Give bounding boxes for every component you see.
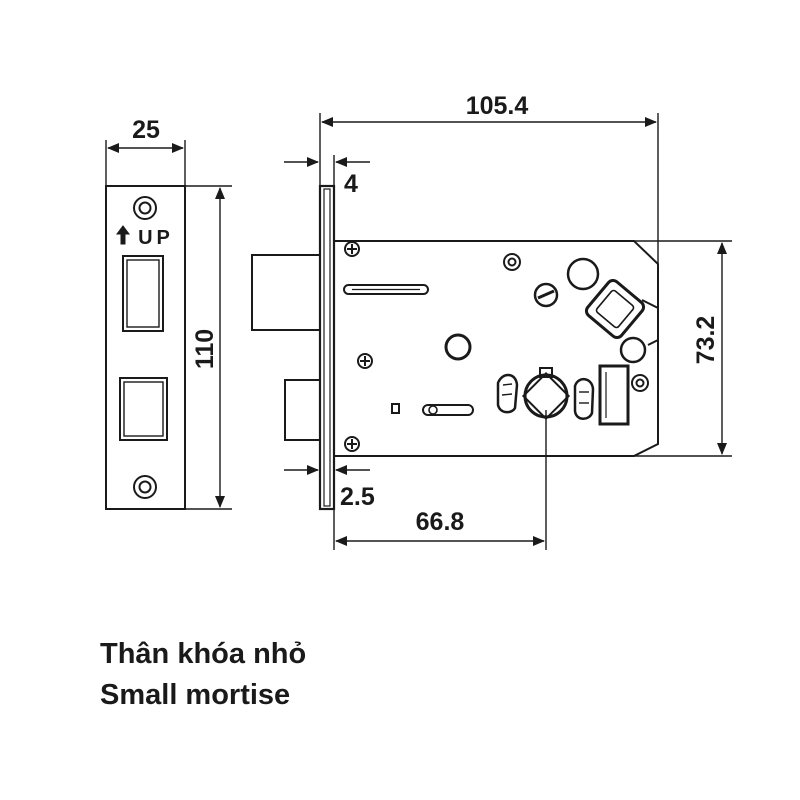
bolt-block <box>598 364 630 426</box>
latch-bolt <box>251 254 321 331</box>
deadbolt-opening-inner <box>123 381 164 437</box>
dim-label-plate-offset: 2.5 <box>340 483 375 511</box>
hub-spring-lever <box>641 299 659 346</box>
dimension-body-height <box>634 240 732 457</box>
dim-label-overall-depth: 105.4 <box>466 92 529 120</box>
faceplate-top-screw-icon <box>133 196 157 220</box>
case-screw-icon <box>503 253 521 271</box>
dimension-forend-thickness <box>284 155 370 186</box>
cam-lever-left <box>496 373 519 414</box>
small-square-hole <box>391 403 400 414</box>
dim-label-backset: 66.8 <box>416 508 465 536</box>
case-screw-icon <box>344 436 360 452</box>
cam-lever-right <box>573 378 595 420</box>
caption-english: Small mortise <box>100 679 291 711</box>
lock-case-body <box>334 240 659 457</box>
faceplate-up-label: UP <box>138 227 174 249</box>
square-hub <box>584 278 646 340</box>
dimension-backset <box>333 410 547 550</box>
latch-opening-inner <box>126 259 160 328</box>
hub-round-hole <box>566 257 600 291</box>
slotted-screw-icon <box>533 282 559 308</box>
up-arrow-icon <box>116 225 130 245</box>
dim-label-body-height: 73.2 <box>692 316 720 365</box>
faceplate-outline <box>105 185 186 510</box>
dimension-overall-depth <box>319 113 659 264</box>
dim-label-faceplate-width: 25 <box>132 116 160 144</box>
case-screw-icon <box>344 241 360 257</box>
faceplate-bottom-screw-hole <box>138 480 152 494</box>
case-screw-icon <box>357 353 373 369</box>
latch-tail-slot <box>343 284 429 295</box>
spindle-hole <box>444 333 472 361</box>
faceplate <box>105 185 186 510</box>
dimension-faceplate-width <box>105 140 186 186</box>
dim-label-faceplate-height: 110 <box>191 329 219 369</box>
hub-small-hole <box>619 336 647 364</box>
case-screw-icon <box>631 374 649 392</box>
deadbolt-tail-slot <box>422 404 474 416</box>
forend-plate-inner <box>323 188 331 507</box>
dim-label-forend-thickness: 4 <box>344 170 358 198</box>
latch-opening <box>122 255 164 332</box>
faceplate-bottom-screw-icon <box>133 475 157 499</box>
deadbolt-opening <box>119 377 168 441</box>
lock-side-view <box>251 184 659 511</box>
deadbolt <box>284 379 321 441</box>
caption-vietnamese: Thân khóa nhỏ <box>100 638 307 670</box>
dimension-faceplate-height <box>185 185 232 510</box>
forend-plate <box>318 184 336 511</box>
faceplate-top-screw-hole <box>138 201 152 215</box>
